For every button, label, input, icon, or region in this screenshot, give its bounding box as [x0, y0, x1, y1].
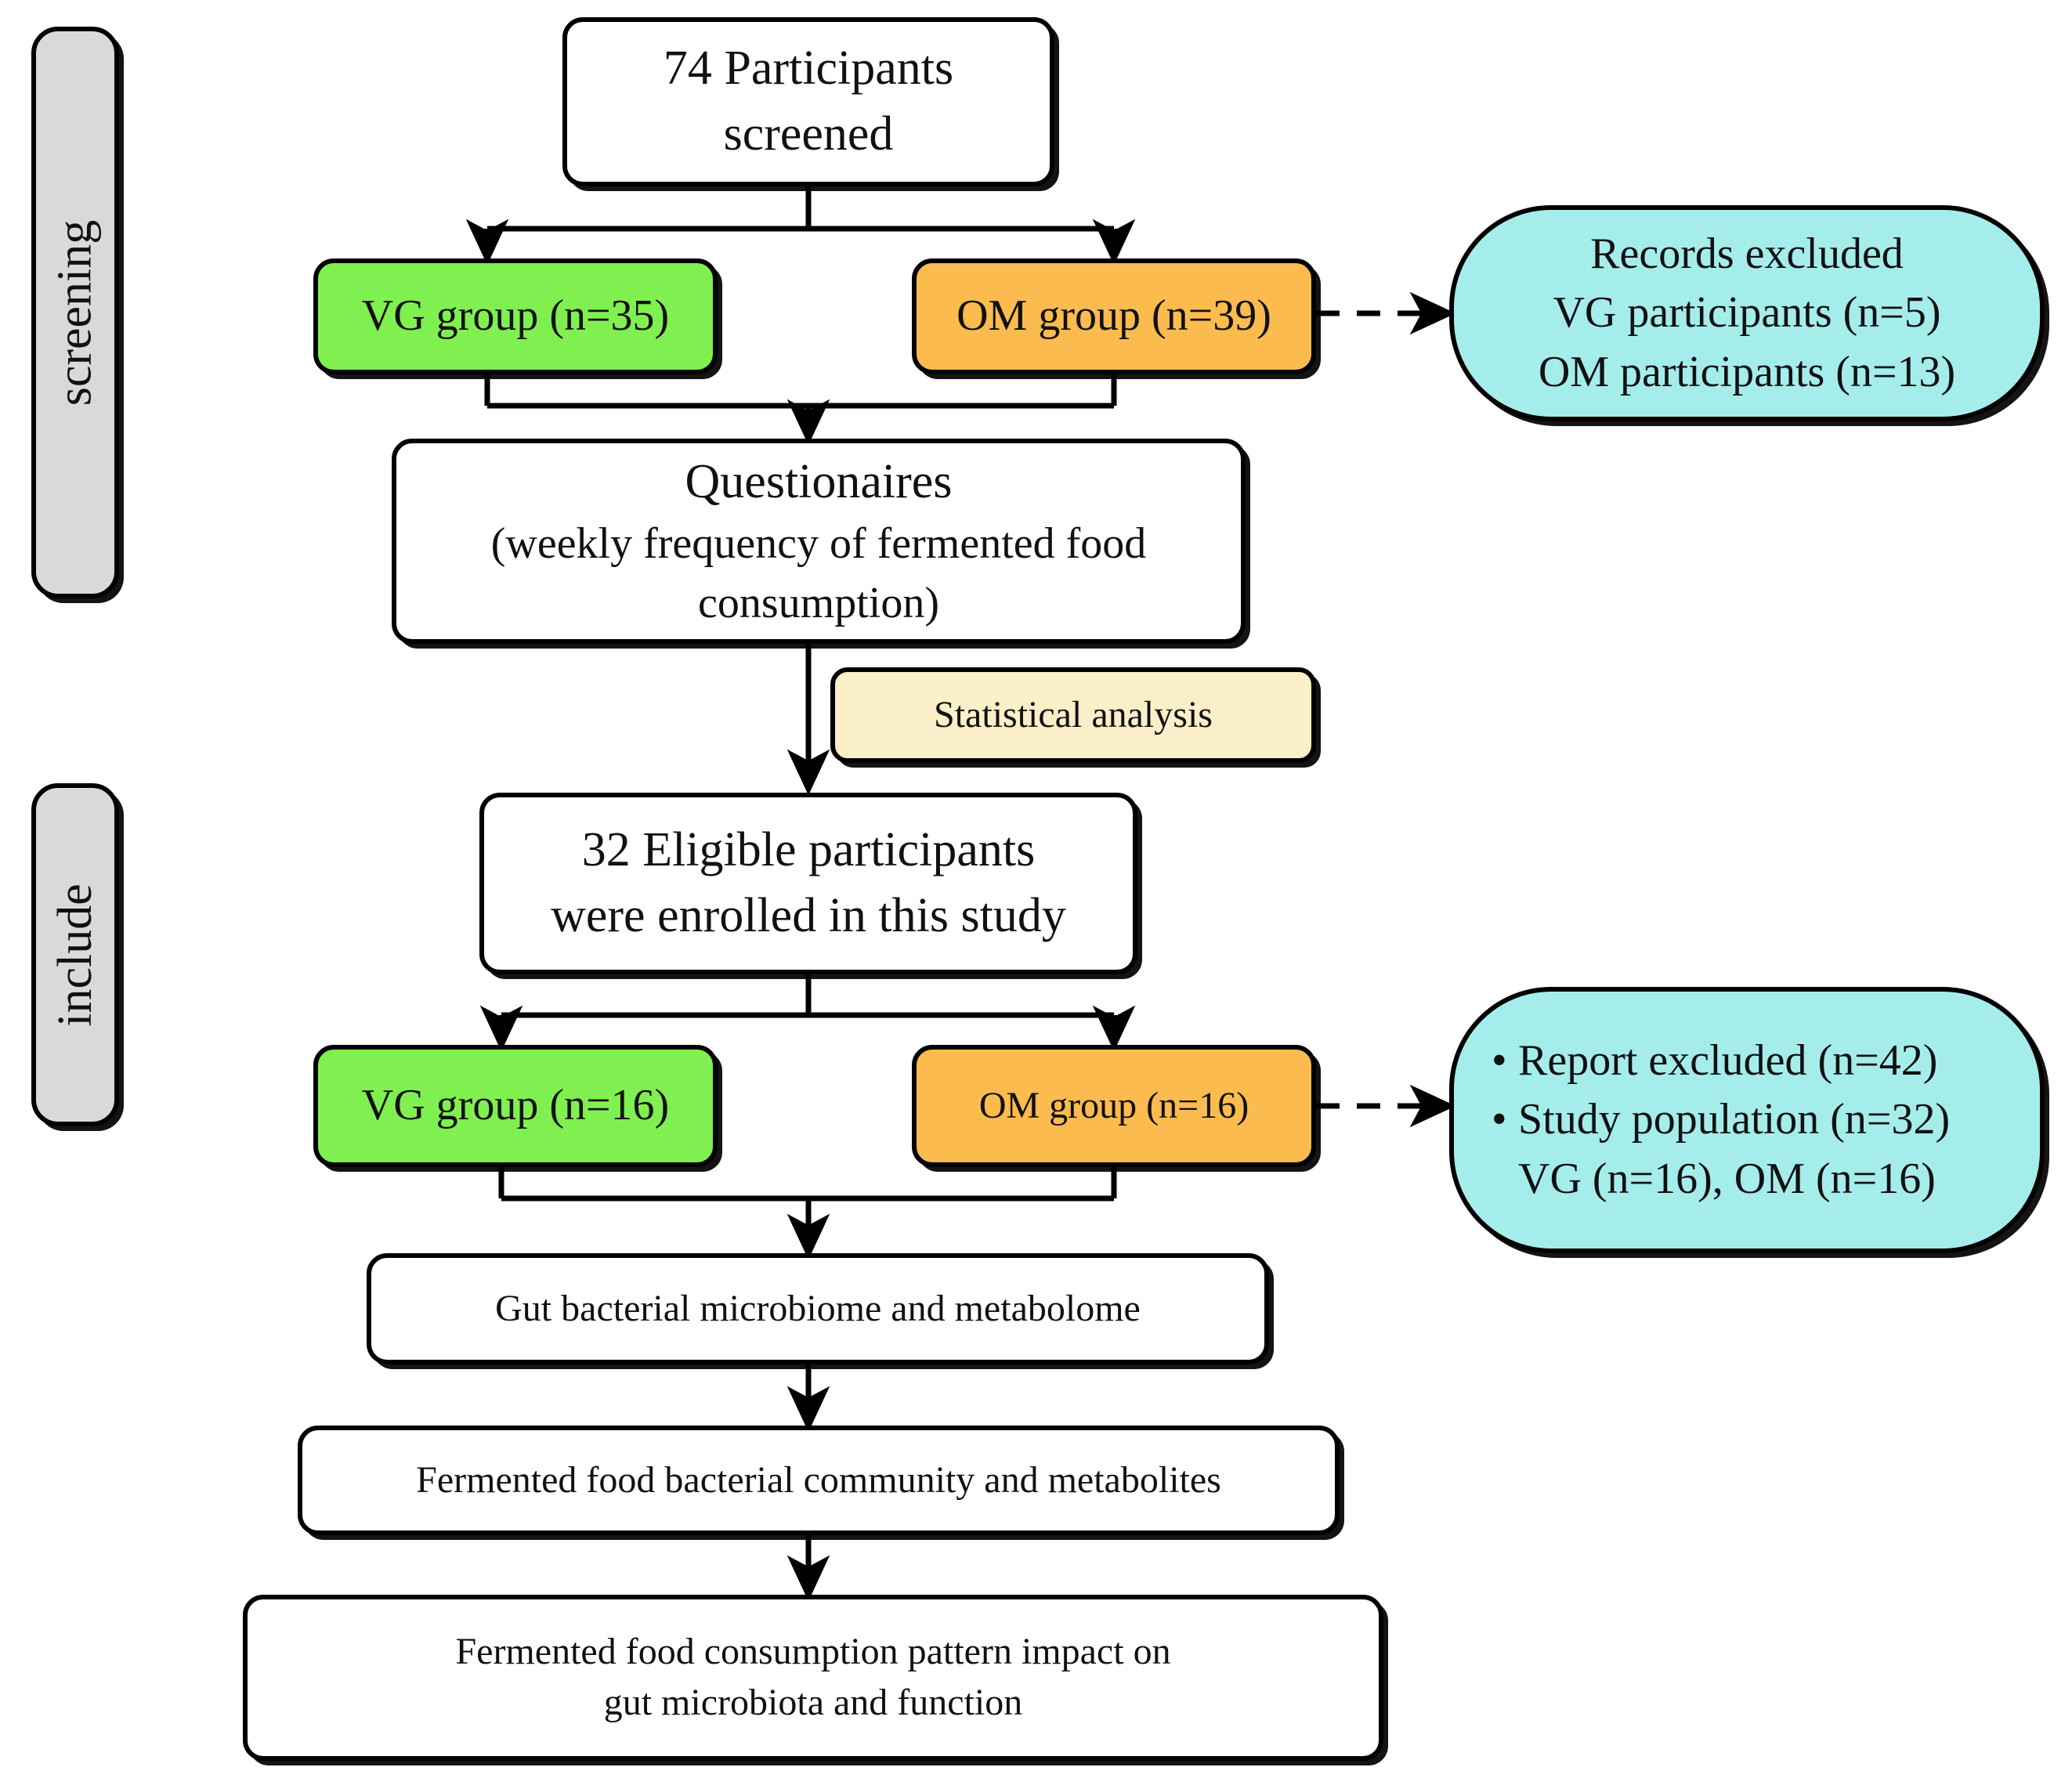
sidebar-band-include: include: [31, 783, 119, 1126]
node-statistical-analysis-label: Statistical analysis: [934, 693, 1213, 735]
bullet-dot-icon: •: [1492, 1035, 1507, 1085]
node-gut-microbiome: Gut bacterial microbiome and metabolome: [367, 1253, 1269, 1364]
node-report-excluded-bullet2: Study population (n=32): [1518, 1095, 1951, 1144]
node-eligible-participants-line1: 32 Eligible participants: [581, 823, 1036, 877]
node-consumption-impact: Fermented food consumption pattern impac…: [243, 1595, 1383, 1761]
node-report-excluded-line3: VG (n=16), OM (n=16): [1518, 1154, 1936, 1203]
node-report-excluded-bullet1: Report excluded (n=42): [1518, 1035, 1938, 1085]
node-om-group-include: OM group (n=16): [912, 1045, 1316, 1167]
node-participants-screened-line2: screened: [723, 107, 894, 161]
node-vg-group-screening: VG group (n=35): [313, 258, 718, 374]
node-vg-group-include-label: VG group (n=16): [361, 1081, 670, 1130]
sidebar-band-screening: screening: [31, 27, 119, 598]
node-fermented-food-community-label: Fermented food bacterial community and m…: [416, 1458, 1221, 1501]
bullet-dot-icon: •: [1492, 1095, 1507, 1144]
node-participants-screened-line1: 74 Participants: [663, 42, 954, 96]
node-eligible-participants-line2: were enrolled in this study: [551, 889, 1066, 942]
node-questionnaires-line2: (weekly frequency of fermented food: [490, 519, 1147, 569]
node-om-group-include-label: OM group (n=16): [978, 1084, 1249, 1126]
node-questionnaires-line1: Questionaires: [685, 454, 953, 508]
node-records-excluded: Records excluded VG participants (n=5) O…: [1449, 205, 2045, 421]
node-records-excluded-line3: OM participants (n=13): [1538, 347, 1956, 396]
node-eligible-participants: 32 Eligible participants were enrolled i…: [479, 793, 1137, 974]
node-participants-screened: 74 Participants screened: [562, 17, 1054, 186]
node-om-group-screening-label: OM group (n=39): [956, 291, 1271, 341]
node-report-excluded: •Report excluded (n=42) •Study populatio…: [1449, 987, 2045, 1253]
node-vg-group-screening-label: VG group (n=35): [361, 291, 670, 341]
sidebar-band-screening-label: screening: [48, 219, 102, 406]
node-vg-group-include: VG group (n=16): [313, 1045, 718, 1167]
node-gut-microbiome-label: Gut bacterial microbiome and metabolome: [495, 1287, 1141, 1329]
node-consumption-impact-line1: Fermented food consumption pattern impac…: [455, 1631, 1171, 1673]
node-om-group-screening: OM group (n=39): [912, 258, 1316, 374]
sidebar-band-include-label: include: [48, 883, 102, 1027]
node-fermented-food-community: Fermented food bacterial community and m…: [298, 1426, 1340, 1535]
node-questionnaires-line3: consumption): [698, 578, 939, 627]
node-records-excluded-line2: VG participants (n=5): [1553, 288, 1941, 338]
node-records-excluded-line1: Records excluded: [1590, 229, 1904, 278]
node-questionnaires: Questionaires (weekly frequency of ferme…: [392, 439, 1246, 644]
node-statistical-analysis: Statistical analysis: [830, 667, 1316, 763]
node-consumption-impact-line2: gut microbiota and function: [603, 1682, 1023, 1723]
